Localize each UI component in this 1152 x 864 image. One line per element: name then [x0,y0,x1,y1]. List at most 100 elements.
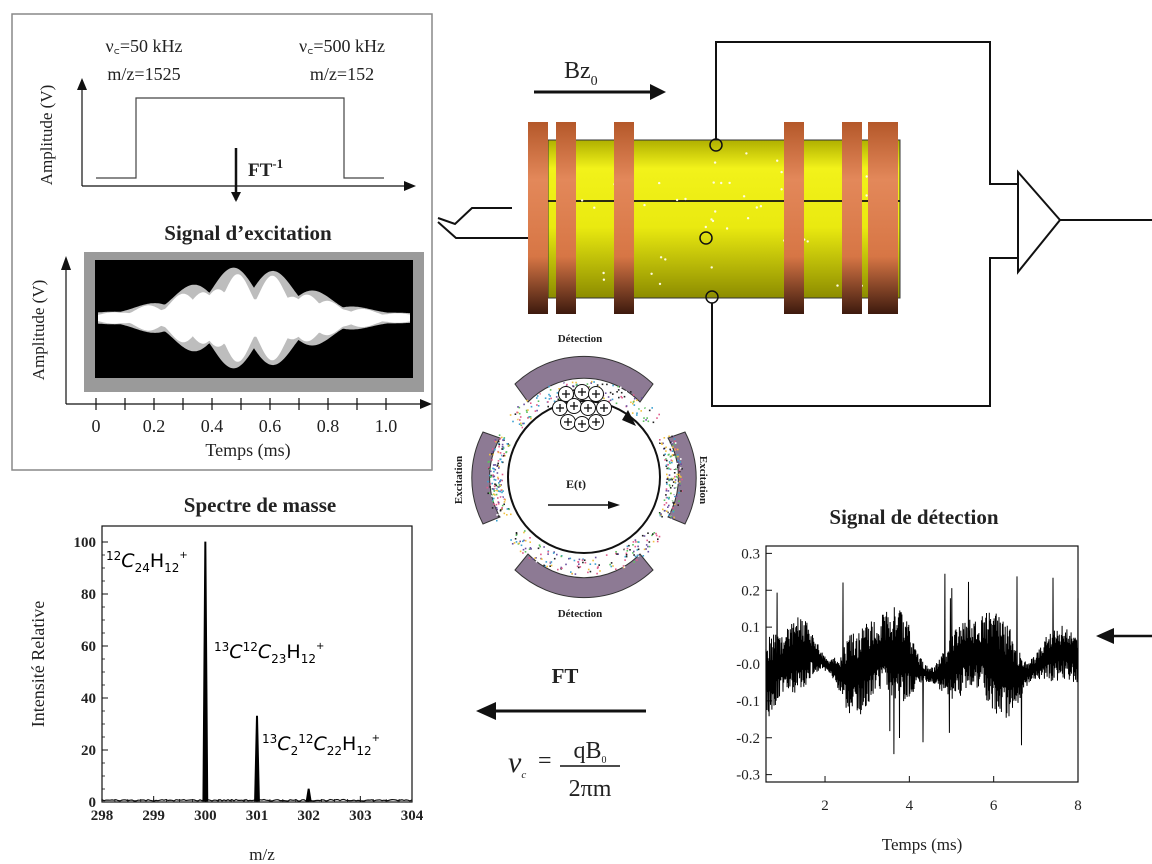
noise-dot [620,386,622,389]
noise-dot [494,468,497,471]
noise-dot [497,458,500,461]
noise-dot [659,441,662,443]
noise-dot [583,559,586,561]
noise-dot [642,420,645,422]
noise-dot [495,506,498,509]
excitation-window-rect [96,97,384,179]
noise-dot [671,442,673,444]
noise-dot [668,498,670,500]
noise-dot [596,572,598,575]
noise-dot [573,389,575,391]
noise-dot [625,390,627,393]
rivet-dot [711,219,715,223]
noise-dot [543,546,545,548]
peak-annotation-301: 13C12C23H12+ [214,640,324,666]
noise-dot [549,562,552,565]
ms-x-tick-label: 304 [401,808,424,824]
noise-dot [527,417,529,419]
noise-dot [548,398,551,400]
noise-dot [534,397,536,399]
noise-dot [503,453,505,455]
noise-dot [534,545,537,548]
rivet-dot [712,181,715,184]
noise-dot [663,454,665,457]
noise-dot [503,437,506,439]
icr-cell: Bz0 [528,58,901,314]
noise-dot [547,551,549,553]
noise-dot [584,383,587,385]
exc-x-arrow [420,399,432,409]
noise-dot [679,470,681,473]
noise-dot [668,504,670,507]
rivet-dot [755,206,758,209]
noise-dot [672,454,675,456]
magnetic-field-label: Bz0 [564,58,598,89]
noise-dot [544,403,547,406]
ft-label: FT [552,664,579,688]
noise-dot [521,423,523,425]
noise-dot [550,386,553,389]
noise-dot [680,476,682,478]
noise-dot [550,550,553,552]
noise-dot [529,402,532,404]
noise-dot [652,540,655,543]
noise-dot [520,544,523,547]
exc-amplitude-label: Amplitude (V) [29,280,48,381]
noise-dot [611,557,614,560]
freq-low-label: ν꜀=50 kHz [105,36,182,56]
noise-dot [664,459,666,461]
noise-dot [676,473,679,476]
excitation-envelope-inner [98,274,410,362]
noise-dot [497,515,500,517]
noise-dot [624,559,626,561]
noise-dot [630,391,632,393]
noise-dot [678,482,681,484]
noise-dot [499,509,502,511]
excitation-panel: Amplitude (V) ν꜀=50 kHz m/z=1525 ν꜀=500 … [11,13,433,471]
noise-dot [662,508,664,511]
noise-dot [637,548,640,551]
noise-dot [572,559,574,562]
trap-plate-right-1 [784,122,804,314]
rivet-dot [728,181,731,185]
noise-dot [556,392,559,394]
noise-dot [493,490,496,492]
noise-dot [633,550,635,553]
noise-dot [610,562,613,564]
noise-dot [624,555,627,558]
noise-dot [490,475,493,478]
noise-dot [519,540,521,543]
noise-dot [671,443,673,445]
noise-dot [493,475,496,478]
noise-dot [636,543,638,546]
noise-dot [677,464,680,466]
noise-dot [577,566,580,569]
noise-dot [549,565,551,567]
noise-dot [673,467,676,470]
noise-dot [612,384,614,387]
noise-dot [596,384,599,386]
noise-dot [565,563,567,566]
noise-dot [498,465,500,468]
noise-dot [616,553,618,555]
noise-dot [516,417,518,420]
noise-dot [638,408,640,410]
noise-dot [497,503,500,505]
rivet-dot [710,218,713,221]
noise-dot [519,419,521,421]
noise-dot [501,491,503,494]
noise-dot [681,478,683,481]
noise-dot [672,510,675,512]
noise-dot [582,561,584,564]
noise-dot [609,399,612,402]
noise-dot [671,460,674,462]
noise-dot [497,501,500,504]
noise-dot [601,383,604,386]
noise-dot [637,545,639,548]
noise-dot [576,565,579,568]
ms-y-tick-label: 80 [81,587,96,603]
noise-dot [676,466,679,468]
noise-dot [498,508,500,511]
noise-dot [491,499,494,502]
